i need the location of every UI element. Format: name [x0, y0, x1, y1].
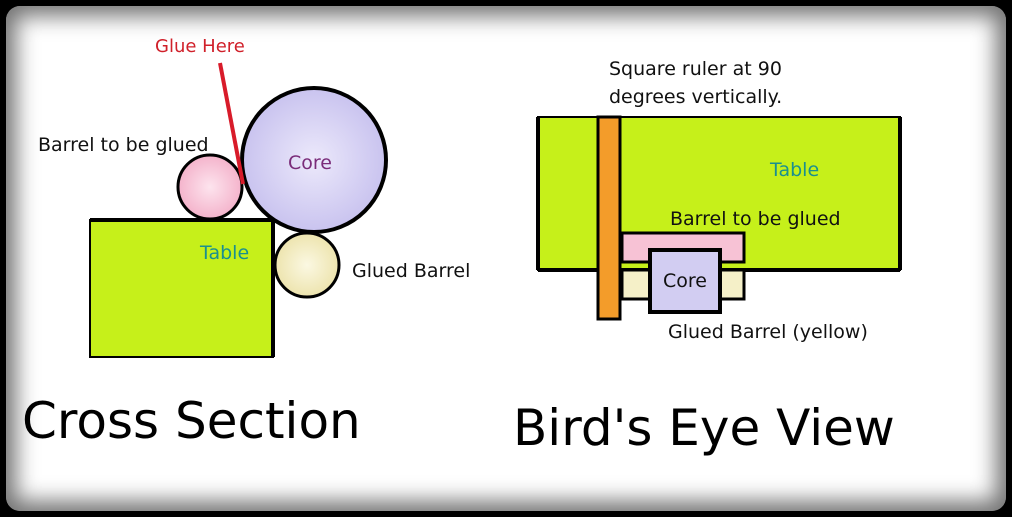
cross-section-barrel-to-glue	[176, 153, 244, 221]
ruler-label-line1: Square ruler at 90	[609, 58, 782, 80]
birds-eye-table-label: Table	[769, 159, 819, 181]
glue-pointer-line	[218, 62, 245, 185]
cross-section-table	[89, 219, 274, 358]
ruler-label-line2: degrees vertically.	[609, 86, 782, 108]
birds-eye-glued-barrel-label: Glued Barrel (yellow)	[668, 321, 868, 343]
cross-section-core	[240, 86, 388, 234]
glue-here-label: Glue Here	[155, 36, 245, 57]
cross-section-table-label: Table	[199, 242, 249, 264]
cross-section-barrel-to-glue-label: Barrel to be glued	[38, 134, 209, 156]
cross-section-glued-barrel-label: Glued Barrel	[352, 260, 470, 282]
birds-eye-core	[648, 248, 722, 314]
cross-section-diagram: Table Core Barrel to be glued Glued Barr…	[22, 36, 470, 450]
birds-eye-barrel-to-glue-label: Barrel to be glued	[670, 208, 841, 230]
cross-section-title: Cross Section	[22, 392, 361, 450]
birds-eye-diagram: Table Barrel to be glued Core Square rul…	[513, 58, 902, 457]
birds-eye-core-label: Core	[663, 270, 707, 292]
cross-section-core-label: Core	[288, 152, 332, 174]
birds-eye-title: Bird's Eye View	[513, 399, 895, 457]
square-ruler	[596, 115, 622, 321]
cross-section-glued-barrel	[273, 231, 341, 299]
